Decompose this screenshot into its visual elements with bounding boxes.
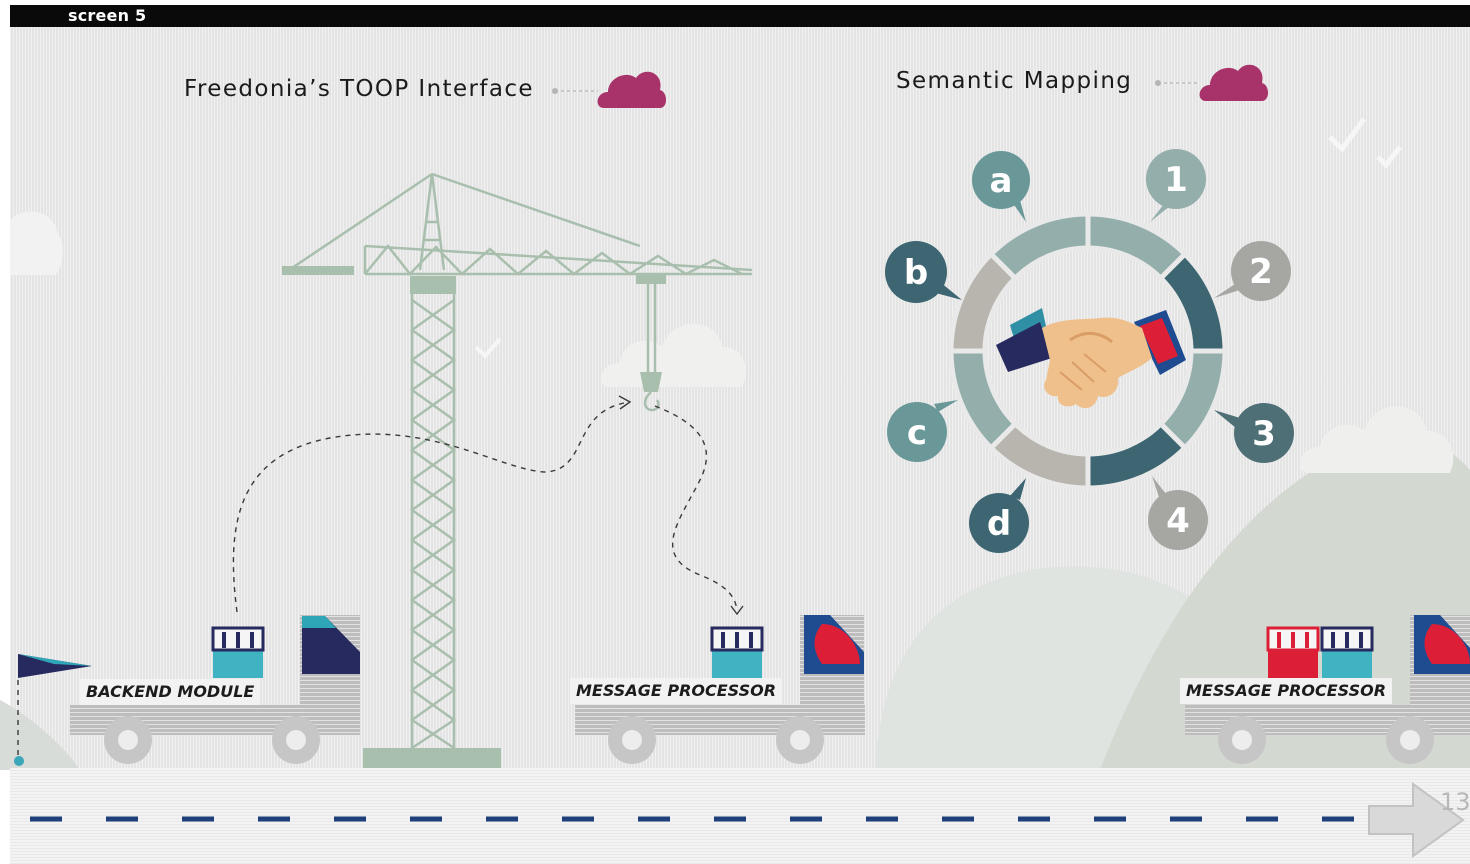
badge-label-b: b bbox=[904, 253, 928, 293]
cloud-icon bbox=[10, 211, 63, 275]
checkmark-icon bbox=[1328, 117, 1402, 169]
truck-label-backend-module: BACKEND MODULE bbox=[80, 679, 261, 705]
badge-label-2: 2 bbox=[1249, 252, 1273, 292]
badge-label-4: 4 bbox=[1166, 501, 1190, 541]
truck-label-message-processor: MESSAGE PROCESSOR bbox=[1180, 678, 1393, 704]
badge-label-c: c bbox=[907, 413, 927, 453]
badge-label-a: a bbox=[990, 161, 1013, 201]
badge-b bbox=[885, 241, 962, 303]
badge-label-1: 1 bbox=[1164, 160, 1188, 200]
badge-a bbox=[972, 151, 1030, 222]
binder-icon bbox=[211, 626, 265, 678]
badge-3 bbox=[1214, 403, 1294, 463]
badge-label-3: 3 bbox=[1252, 414, 1276, 454]
screen-label: screen 5 bbox=[68, 6, 147, 25]
truck-label-message-processor: MESSAGE PROCESSOR bbox=[570, 678, 783, 704]
badge-1 bbox=[1146, 149, 1206, 222]
header-bar: screen 5 bbox=[10, 5, 1470, 27]
arrow-right-icon[interactable] bbox=[1365, 780, 1470, 864]
truck-icon bbox=[575, 615, 865, 764]
cloud-icon bbox=[1199, 64, 1268, 101]
interface-title: Freedonia’s TOOP Interface bbox=[184, 76, 534, 102]
badge-4 bbox=[1148, 476, 1208, 550]
cloud-icon bbox=[1300, 406, 1454, 473]
road bbox=[10, 768, 1470, 864]
handshake-icon bbox=[996, 308, 1186, 409]
badge-d bbox=[969, 478, 1029, 553]
binder-icon bbox=[1266, 626, 1320, 678]
truck-icon bbox=[70, 615, 360, 764]
page-number: 13 bbox=[1440, 788, 1470, 816]
flag-icon bbox=[18, 654, 92, 678]
badge-c bbox=[887, 400, 958, 462]
cloud-icon bbox=[600, 323, 746, 387]
checkmark-icon bbox=[474, 337, 502, 359]
cloud-icon bbox=[597, 71, 666, 108]
badge-2 bbox=[1214, 241, 1291, 301]
badge-label-d: d bbox=[987, 504, 1011, 544]
semantic-mapping-title: Semantic Mapping bbox=[896, 68, 1133, 94]
binder-icon bbox=[1320, 626, 1374, 678]
binder-icon bbox=[710, 626, 764, 678]
truck-icon bbox=[1185, 615, 1470, 764]
